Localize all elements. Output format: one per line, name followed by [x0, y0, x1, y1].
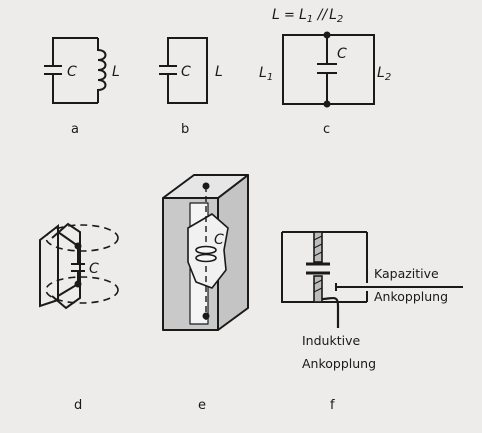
loop-plate-front	[39, 223, 59, 308]
inductor-c-left-label: L1	[259, 65, 273, 83]
panel-a-label: a	[71, 122, 79, 137]
inductive-loop	[321, 296, 340, 328]
circuit-a-wire	[52, 37, 98, 104]
capacitive-probe	[335, 283, 372, 291]
loop-wire	[57, 231, 79, 297]
capacitive-coupling-label-2: Ankopplung	[374, 289, 448, 304]
capacitor-c-label: C	[337, 46, 347, 62]
cavity-hole-bottom	[202, 312, 210, 320]
center-rod-top	[313, 231, 323, 263]
cavity-hole-top	[202, 182, 210, 190]
inductive-coupling-label-1: Induktive	[302, 333, 360, 348]
resonator-box	[281, 231, 367, 303]
inductive-coupling-label-2: Ankopplung	[302, 356, 376, 371]
field-line-top	[45, 224, 119, 252]
circuit-c-outer	[282, 34, 375, 105]
panel-a	[44, 37, 107, 104]
panel-d-label: d	[74, 398, 82, 413]
panel-b	[159, 37, 208, 104]
capacitive-coupling-label-1: Kapazitive	[374, 266, 439, 281]
junction-c-top	[323, 31, 331, 39]
capacitor-d-label: C	[89, 261, 99, 277]
panel-d	[39, 222, 119, 310]
junction-c-bottom	[323, 100, 331, 108]
inductor-b-label: L	[215, 64, 223, 80]
formula-c: L = L1 //L2	[272, 7, 343, 25]
field-line-bottom	[45, 276, 119, 304]
capacitor-e-disc-top	[195, 245, 217, 255]
panel-e-label: e	[198, 398, 206, 413]
junction-d-bottom	[74, 280, 82, 288]
inductor-a-label: L	[112, 64, 120, 80]
inductor-c-right-label: L2	[377, 65, 391, 83]
panel-b-label: b	[181, 122, 189, 137]
capacitor-e-disc-bottom	[195, 253, 217, 263]
inductor-a-coil	[97, 38, 107, 103]
panel-f	[281, 231, 463, 328]
panel-c	[282, 34, 375, 105]
panel-e	[162, 174, 249, 331]
center-rod-hatch-4	[313, 279, 323, 285]
capacitor-a-label: C	[67, 64, 77, 80]
capacitor-e-label: C	[214, 232, 224, 248]
center-rod-hatch-3	[313, 251, 323, 257]
center-rod-bottom	[313, 275, 323, 303]
center-rod-hatch-2	[313, 243, 323, 249]
panel-c-label: c	[323, 122, 330, 137]
center-rod-hatch-1	[313, 235, 323, 241]
junction-d-top	[74, 242, 82, 250]
center-rod-hatch-5	[313, 287, 323, 293]
panel-f-label: f	[330, 398, 335, 413]
capacitor-b-label: C	[181, 64, 191, 80]
circuit-b-wire	[167, 37, 208, 104]
